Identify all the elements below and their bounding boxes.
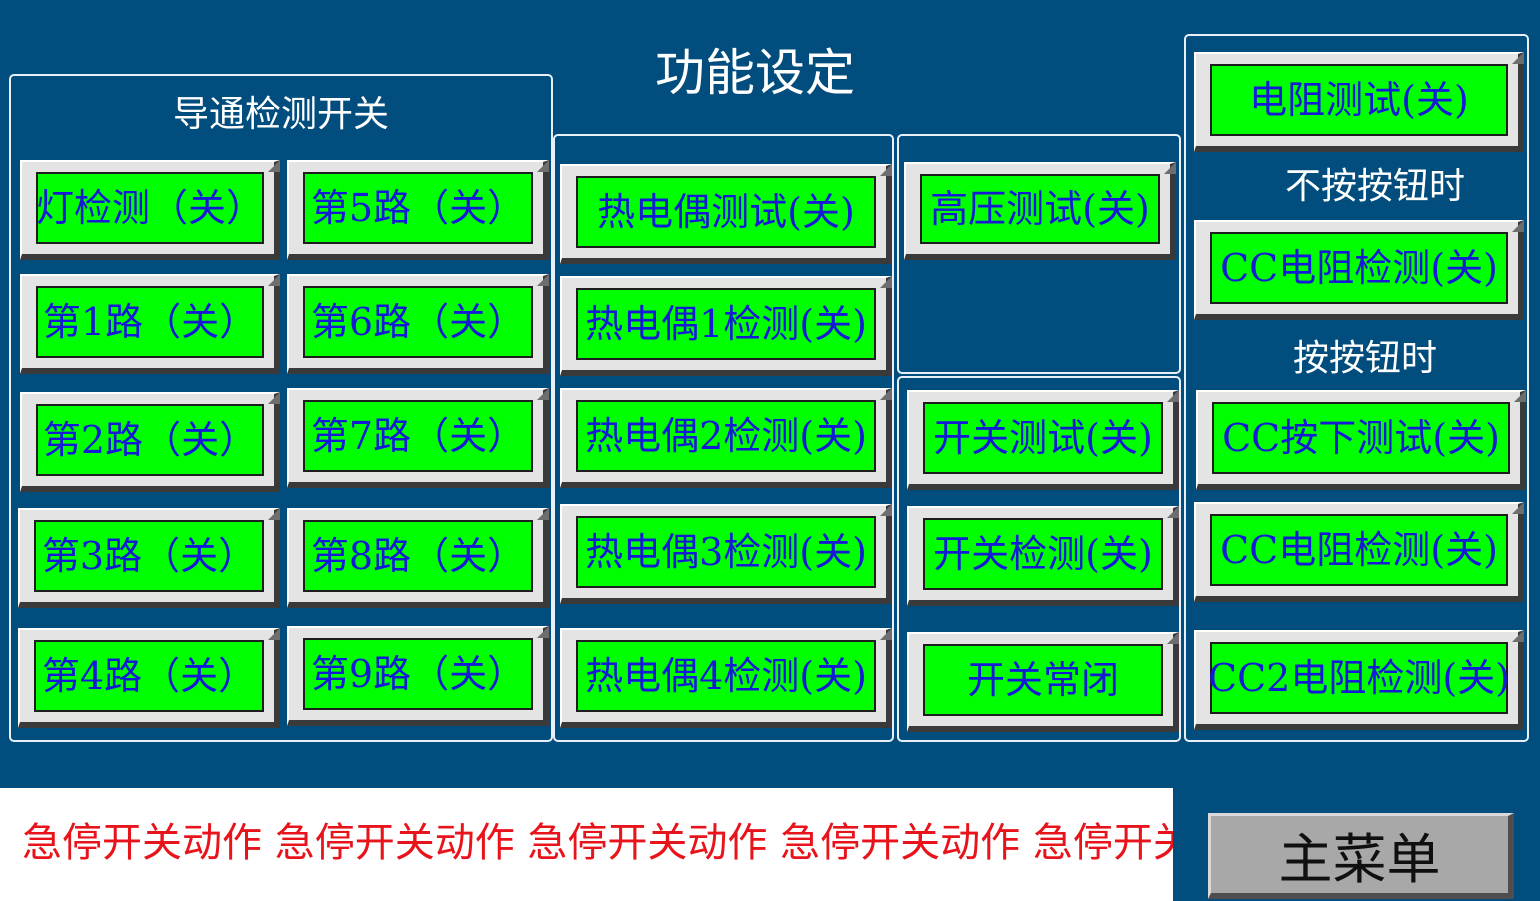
- alarm-text: 急停开关动作 急停开关动作 急停开关动作 急停开关动作 急停开关动作: [22, 820, 1173, 866]
- cc2-resistance-button[interactable]: CC2电阻检测(关): [1194, 630, 1524, 730]
- cc-press-test-label: CC按下测试(关): [1212, 402, 1510, 474]
- panel-highvoltage: [897, 134, 1181, 374]
- panel-thermocouple: [553, 134, 894, 742]
- lamp-check-label: 灯检测（关）: [36, 172, 264, 244]
- channel-5-button[interactable]: 第5路（关）: [287, 160, 549, 260]
- channel-2-button[interactable]: 第2路（关）: [20, 392, 280, 492]
- cc-resistance-press-label: CC电阻检测(关): [1210, 514, 1508, 586]
- switch-normally-closed-label: 开关常闭: [923, 644, 1163, 716]
- channel-6-label: 第6路（关）: [303, 286, 533, 358]
- resistance-test-button[interactable]: 电阻测试(关): [1194, 52, 1524, 152]
- cc2-resistance-label: CC2电阻检测(关): [1208, 642, 1510, 714]
- channel-1-button[interactable]: 第1路（关）: [20, 274, 280, 374]
- channel-2-label: 第2路（关）: [36, 404, 264, 476]
- cc-resistance-nopress-label: CC电阻检测(关): [1210, 232, 1508, 304]
- thermocouple-4-label: 热电偶4检测(关): [576, 640, 876, 712]
- thermocouple-3-label: 热电偶3检测(关): [576, 516, 876, 588]
- switch-normally-closed-button[interactable]: 开关常闭: [907, 632, 1179, 732]
- channel-9-button[interactable]: 第9路（关）: [287, 626, 549, 726]
- channel-1-label: 第1路（关）: [36, 286, 264, 358]
- main-menu-button[interactable]: 主菜单: [1208, 813, 1514, 899]
- panel-switch: [897, 376, 1181, 742]
- channel-4-button[interactable]: 第4路（关）: [18, 628, 280, 728]
- switch-detect-button[interactable]: 开关检测(关): [907, 506, 1179, 606]
- channel-7-button[interactable]: 第7路（关）: [287, 388, 549, 488]
- channel-7-label: 第7路（关）: [303, 400, 533, 472]
- switch-detect-label: 开关检测(关): [923, 518, 1163, 590]
- lamp-check-button[interactable]: 灯检测（关）: [20, 160, 280, 260]
- channel-8-button[interactable]: 第8路（关）: [287, 508, 549, 608]
- thermocouple-1-label: 热电偶1检测(关): [576, 288, 876, 360]
- panel-resistance: [1184, 34, 1529, 742]
- channel-9-label: 第9路（关）: [303, 638, 533, 710]
- high-voltage-test-label: 高压测试(关): [920, 174, 1160, 244]
- thermocouple-1-button[interactable]: 热电偶1检测(关): [560, 276, 892, 376]
- thermocouple-test-label: 热电偶测试(关): [576, 176, 876, 248]
- thermocouple-2-label: 热电偶2检测(关): [576, 400, 876, 472]
- channel-3-label: 第3路（关）: [34, 520, 264, 592]
- cc-resistance-nopress-button[interactable]: CC电阻检测(关): [1194, 220, 1524, 320]
- label-no-press: 不按按钮时: [1284, 166, 1465, 207]
- high-voltage-test-button[interactable]: 高压测试(关): [904, 162, 1176, 260]
- cc-press-test-button[interactable]: CC按下测试(关): [1196, 390, 1526, 490]
- panel-conduction-label: 导通检测开关: [172, 94, 389, 135]
- channel-3-button[interactable]: 第3路（关）: [18, 508, 280, 608]
- channel-5-label: 第5路（关）: [303, 172, 533, 244]
- resistance-test-label: 电阻测试(关): [1210, 64, 1508, 136]
- switch-test-label: 开关测试(关): [923, 402, 1163, 474]
- thermocouple-2-button[interactable]: 热电偶2检测(关): [560, 388, 892, 488]
- page-title: 功能设定: [655, 44, 855, 102]
- thermocouple-test-button[interactable]: 热电偶测试(关): [560, 164, 892, 264]
- panel-conduction: [9, 74, 553, 742]
- switch-test-button[interactable]: 开关测试(关): [907, 390, 1179, 490]
- channel-8-label: 第8路（关）: [303, 520, 533, 592]
- channel-4-label: 第4路（关）: [34, 640, 264, 712]
- channel-6-button[interactable]: 第6路（关）: [287, 274, 549, 374]
- cc-resistance-press-button[interactable]: CC电阻检测(关): [1194, 502, 1524, 602]
- thermocouple-4-button[interactable]: 热电偶4检测(关): [560, 628, 892, 728]
- label-press: 按按钮时: [1292, 338, 1437, 379]
- thermocouple-3-button[interactable]: 热电偶3检测(关): [560, 504, 892, 604]
- alarm-ticker: 急停开关动作 急停开关动作 急停开关动作 急停开关动作 急停开关动作: [0, 788, 1173, 901]
